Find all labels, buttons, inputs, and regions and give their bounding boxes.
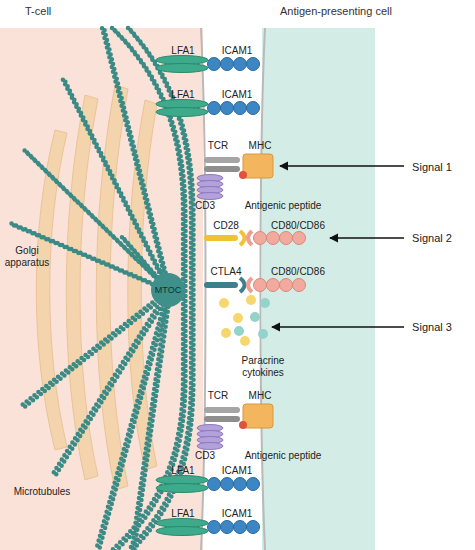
signal-label: Signal 1 bbox=[412, 161, 452, 173]
protein-label: Antigenic peptide bbox=[245, 200, 322, 212]
protein-label: TCR bbox=[208, 390, 229, 402]
protein-label: CD80/CD86 bbox=[271, 266, 325, 278]
protein-label: CD28 bbox=[213, 220, 239, 232]
ctla4-bar bbox=[204, 282, 238, 288]
cytokine-dot bbox=[240, 336, 250, 346]
protein-label: CD3 bbox=[195, 200, 215, 212]
structure-label: Golgi apparatus bbox=[0, 245, 55, 269]
protein-label: LFA1 bbox=[171, 465, 194, 477]
mtoc-circle: MTOC bbox=[151, 273, 185, 307]
protein-label: MHC bbox=[249, 390, 272, 402]
protein-label: TCR bbox=[208, 140, 229, 152]
protein-label: ICAM1 bbox=[222, 45, 253, 57]
ctla4-cup bbox=[240, 278, 245, 292]
signal-label: Signal 3 bbox=[412, 321, 452, 333]
cytokine-dot bbox=[233, 313, 243, 323]
protein-label: MHC bbox=[249, 140, 272, 152]
signal-label: Signal 2 bbox=[412, 232, 452, 244]
cell-heading: T-cell bbox=[25, 5, 51, 18]
protein-label: LFA1 bbox=[171, 89, 194, 101]
node-label: MTOC bbox=[155, 284, 181, 297]
cytokine-dot bbox=[234, 326, 244, 336]
cytokine-dot bbox=[250, 312, 260, 322]
protein-label: CTLA4 bbox=[210, 266, 241, 278]
protein-label: CD80/CD86 bbox=[271, 220, 325, 232]
protein-label: Antigenic peptide bbox=[245, 450, 322, 462]
protein-label: CD3 bbox=[195, 450, 215, 462]
protein-label: LFA1 bbox=[171, 45, 194, 57]
protein-label: ICAM1 bbox=[222, 508, 253, 520]
cytokine-dot bbox=[246, 295, 256, 305]
cd28-cup bbox=[240, 231, 245, 245]
cytokine-dot bbox=[219, 298, 229, 308]
cell-heading: Antigen-presenting cell bbox=[280, 5, 392, 18]
cd28-shape bbox=[204, 231, 245, 245]
protein-label: ICAM1 bbox=[222, 89, 253, 101]
structure-label: Paracrine cytokines bbox=[227, 355, 299, 379]
cd28-bar bbox=[204, 235, 238, 241]
cytokine-dot bbox=[221, 328, 231, 338]
structure-label: Microtubules bbox=[14, 486, 71, 498]
ctla4-shape bbox=[204, 278, 245, 292]
protein-label: LFA1 bbox=[171, 508, 194, 520]
protein-label: ICAM1 bbox=[222, 465, 253, 477]
